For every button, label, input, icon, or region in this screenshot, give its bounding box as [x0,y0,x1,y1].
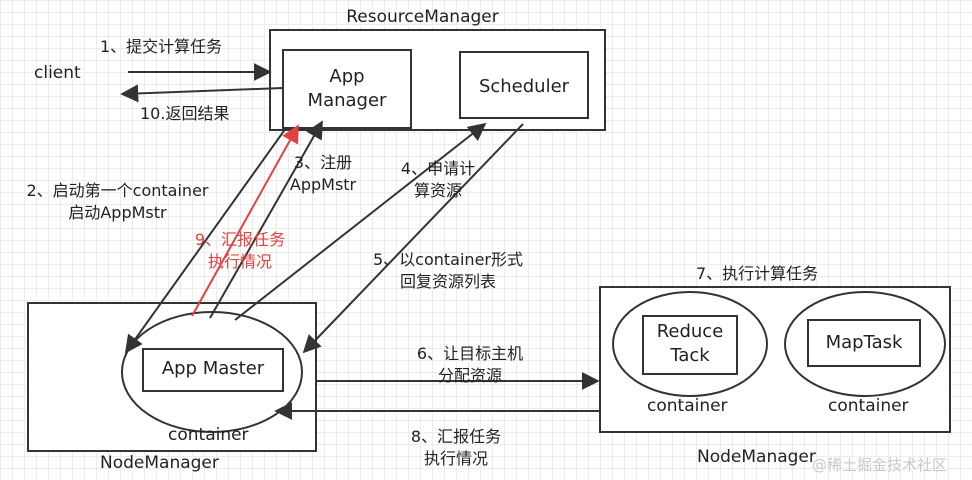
step9-label: 9、汇报任务 执行情况 [180,229,300,273]
app-manager-label-line1: App [329,66,365,87]
watermark: @稀土掘金技术社区 [812,456,948,474]
step6-label-line2: 分配资源 [437,366,502,385]
step2-label-line1: 2、启动第一个container [26,181,209,200]
resource-manager-title: ResourceManager [346,7,499,27]
step5-label: 5、以container形式 回复资源列表 [348,249,548,293]
reduce-task-label-line2: Tack [670,345,710,366]
step5-label-line2: 回复资源列表 [399,272,496,291]
step3-label: 3、注册 AppMstr [278,152,368,196]
step8-label-line2: 执行情况 [423,449,488,468]
reduce-task-label: Reduce Tack [643,320,737,368]
step3-label-line2: AppMstr [289,175,357,194]
arrow-start-container [124,127,287,354]
node-manager-left-label: NodeManager [100,453,219,473]
arrow-resource-list [302,123,524,354]
client-label: client [34,63,81,83]
reduce-task-box [642,315,738,375]
step4-label-line1: 4、申请计 [400,159,476,178]
arrow-return-result [120,84,284,103]
step3-label-line1: 3、注册 [293,153,353,172]
app-manager-label: App Manager [283,65,411,113]
step4-label-line2: 算资源 [413,181,462,200]
step6-label: 6、让目标主机 分配资源 [395,343,545,387]
step9-label-line1: 9、汇报任务 [194,230,286,249]
step1-label: 1、提交计算任务 [100,37,223,56]
reduce-task-label-line1: Reduce [656,321,724,342]
step6-label-line1: 6、让目标主机 [416,344,524,363]
arrow-register-appmstr [209,120,323,319]
arrow-request-resources [234,122,487,321]
scheduler-box [459,51,589,119]
step8-label: 8、汇报任务 执行情况 [396,426,516,470]
step8-label-line1: 8、汇报任务 [410,427,502,446]
step9-label-line2: 执行情况 [207,252,272,271]
map-task-box [807,319,921,367]
node-manager-right-label: NodeManager [697,447,816,467]
step10-label: 10.返回结果 [140,104,230,123]
app-manager-label-line2: Manager [307,90,387,111]
step5-label-line1: 5、以container形式 [373,250,523,269]
container-reduce-label: container [647,396,728,416]
app-manager-box [282,49,412,129]
map-task-label: MapTask [825,332,903,353]
arrow-report-status-red [191,124,299,317]
container-map-label: container [828,396,909,416]
step7-label: 7、执行计算任务 [696,264,819,283]
app-master-label: App Master [161,358,265,379]
app-master-box [142,348,284,392]
container-left-label: container [168,425,249,445]
step2-label-line2: 启动AppMstr [68,203,167,222]
scheduler-label: Scheduler [478,76,570,97]
step2-label: 2、启动第一个container 启动AppMstr [5,180,230,224]
step4-label: 4、申请计 算资源 [388,158,488,202]
